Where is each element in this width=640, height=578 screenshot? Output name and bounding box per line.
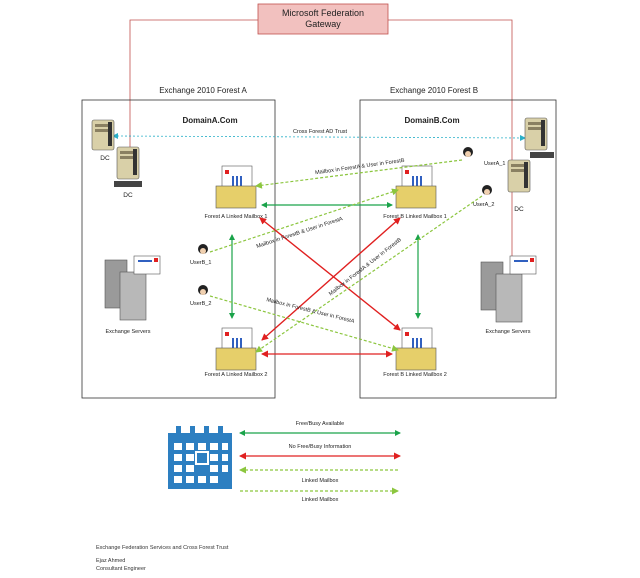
user-icon <box>198 244 208 254</box>
forest-b-title: Exchange 2010 Forest B <box>390 86 478 95</box>
domain-b-label: DomainB.Com <box>404 116 459 125</box>
mailbox-a1-label: Forest A Linked Mailbox 1 <box>205 214 268 220</box>
legend-label-4: Linked Mailbox <box>302 497 339 503</box>
footer-line1: Exchange Federation Services and Cross F… <box>96 545 229 551</box>
footer: Exchange Federation Services and Cross F… <box>96 545 229 572</box>
dc-label-a1: DC <box>100 155 110 162</box>
mailbox-icon <box>395 165 437 209</box>
dc-label-b: DC <box>514 206 524 213</box>
exchange-server-icon <box>104 255 161 321</box>
mailbox-icon <box>215 165 257 209</box>
gateway-line1: Microsoft Federation <box>282 8 364 18</box>
footer-line3: Consultant Engineer <box>96 566 146 572</box>
mailbox-icon <box>395 327 437 371</box>
dc-label-a2: DC <box>123 192 133 199</box>
mailbox-a2-label: Forest A Linked Mailbox 2 <box>205 372 268 378</box>
domain-a-label: DomainA.Com <box>182 116 237 125</box>
arrow-label-diag-a: Mailbox in ForestA & User in ForestB <box>328 237 403 297</box>
trust-label: Cross Forest AD Trust <box>293 129 348 135</box>
linked-mailbox-arrow-a2 <box>255 195 483 353</box>
user-a1-label: UserA_1 <box>484 161 505 167</box>
exchange-servers-label-a: Exchange Servers <box>106 329 151 335</box>
user-b2-label: UserB_2 <box>190 301 211 307</box>
calendar-icon <box>168 426 232 489</box>
dc-server-icon <box>114 146 142 187</box>
cross-forest-trust-line <box>116 134 526 141</box>
exchange-server-icon <box>480 255 537 323</box>
forest-a-title: Exchange 2010 Forest A <box>159 86 247 95</box>
mailbox-b2-label: Forest B Linked Mailbox 2 <box>383 372 447 378</box>
trust-arrowhead-left <box>112 133 118 139</box>
no-freebusy-arrow-diag2 <box>261 217 401 341</box>
dc-server-icon <box>524 117 554 158</box>
mailbox-b1-label: Forest B Linked Mailbox 1 <box>383 214 447 220</box>
legend-label-2: No Free/Busy Information <box>289 444 352 450</box>
federation-gateway: Microsoft Federation Gateway <box>257 3 389 35</box>
mailbox-icon <box>215 327 257 371</box>
linked-mailbox-arrow-b2 <box>209 295 399 352</box>
user-icon <box>482 185 492 195</box>
legend-label-3: Linked Mailbox <box>302 478 339 484</box>
dc-server-icon <box>507 159 531 193</box>
arrow-label-lower: Mailbox in ForestB & User in ForestA <box>266 297 356 325</box>
legend: Free/Busy Available No Free/Busy Informa… <box>239 421 401 503</box>
user-b1-label: UserB_1 <box>190 260 211 266</box>
user-icon <box>463 147 473 157</box>
user-icon <box>198 285 208 295</box>
gateway-line2: Gateway <box>305 19 341 29</box>
user-a2-label: UserA_2 <box>473 202 494 208</box>
gateway-connectors <box>129 19 513 270</box>
dc-server-icon <box>91 119 115 151</box>
linked-mailbox-arrow-b1 <box>209 188 399 253</box>
legend-label-1: Free/Busy Available <box>296 421 345 427</box>
exchange-servers-label-b: Exchange Servers <box>486 329 531 335</box>
footer-line2: Ejaz Ahmed <box>96 558 125 564</box>
